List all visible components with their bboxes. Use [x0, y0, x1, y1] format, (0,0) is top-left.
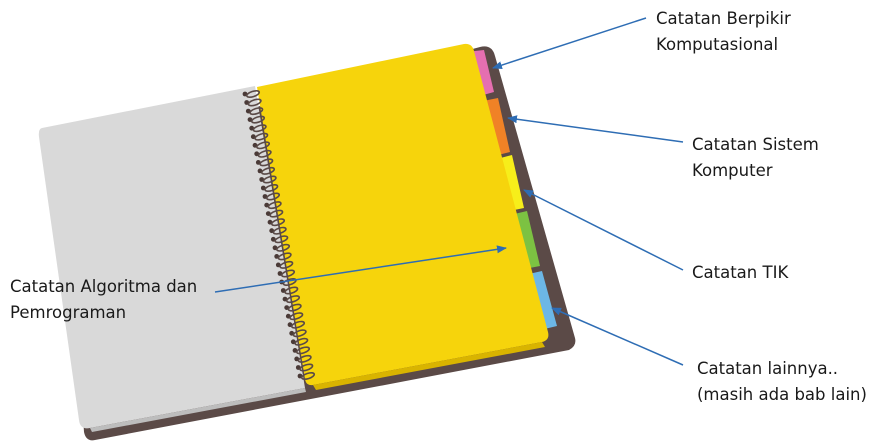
- label-lainnya-line1: Catatan lainnya..: [697, 356, 867, 382]
- label-algoritma: Catatan Algoritma dan Pemrograman: [10, 274, 197, 326]
- label-algoritma-line2: Pemrograman: [10, 300, 197, 326]
- label-lainnya-line2: (masih ada bab lain): [697, 382, 867, 408]
- label-tik: Catatan TIK: [692, 260, 788, 286]
- label-berpikir-line2: Komputasional: [656, 32, 791, 58]
- arrow-berpikir: [493, 18, 646, 68]
- arrow-sistem: [508, 118, 683, 142]
- label-sistem: Catatan Sistem Komputer: [692, 132, 819, 184]
- label-algoritma-line1: Catatan Algoritma dan: [10, 274, 197, 300]
- label-sistem-line2: Komputer: [692, 158, 819, 184]
- label-berpikir: Catatan Berpikir Komputasional: [656, 6, 791, 58]
- label-sistem-line1: Catatan Sistem: [692, 132, 819, 158]
- label-berpikir-line1: Catatan Berpikir: [656, 6, 791, 32]
- label-lainnya: Catatan lainnya.. (masih ada bab lain): [697, 356, 867, 408]
- label-tik-line1: Catatan TIK: [692, 260, 788, 286]
